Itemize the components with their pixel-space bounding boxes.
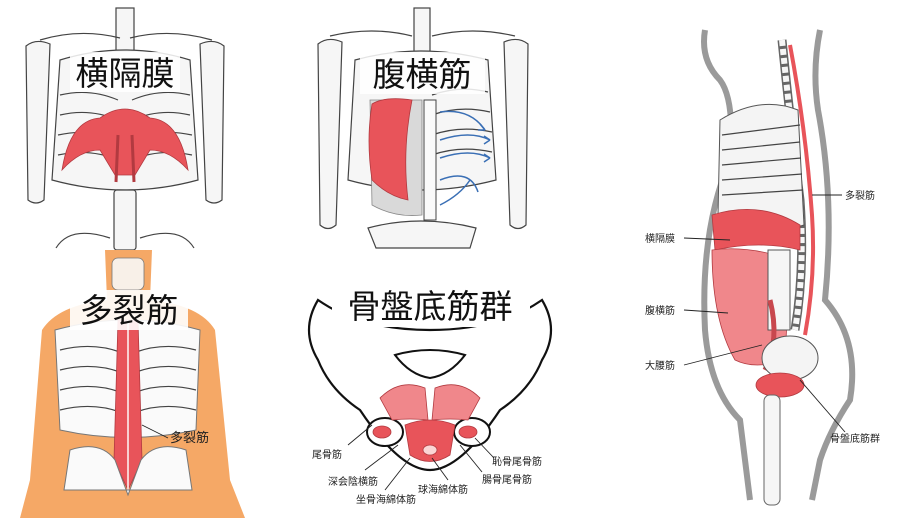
panel-multifidus: 多裂筋 多裂筋 bbox=[20, 250, 245, 518]
title-multifidus: 多裂筋 bbox=[80, 291, 179, 330]
pelvis-top bbox=[55, 232, 195, 249]
label-coccygeus: 尾骨筋 bbox=[312, 448, 342, 461]
spine-2 bbox=[423, 99, 437, 221]
back-rib-lines bbox=[59, 345, 197, 413]
pelvis-2 bbox=[367, 220, 477, 249]
right-arm-2 bbox=[503, 38, 529, 230]
title-pelvic-floor: 骨盤底筋群 bbox=[348, 287, 513, 326]
leader-multifidus bbox=[141, 424, 169, 439]
side-diaphragm bbox=[711, 209, 801, 251]
title-transversus: 腹横筋 bbox=[373, 55, 472, 94]
label-iliococcygeus: 腸骨尾骨筋 bbox=[482, 473, 532, 486]
label-side-pelvic-floor: 骨盤底筋群 bbox=[830, 432, 880, 445]
label-side-transversus: 腹横筋 bbox=[645, 304, 675, 317]
label-bulbospongiosus: 球海綿体筋 bbox=[418, 483, 468, 496]
label-ischiocavernosus: 坐骨海綿体筋 bbox=[356, 493, 416, 506]
left-arm-2 bbox=[317, 38, 343, 230]
contraction-arrows bbox=[439, 110, 491, 206]
pelvis-outline bbox=[308, 298, 552, 472]
side-pelvis bbox=[761, 335, 819, 381]
left-humerus bbox=[25, 40, 51, 204]
transversus-muscle bbox=[368, 98, 413, 201]
clavicles-2 bbox=[329, 30, 516, 37]
neck bbox=[111, 257, 145, 291]
panel-side-view: 多裂筋 横隔膜 腹横筋 大腰筋 骨盤底筋群 bbox=[645, 29, 880, 506]
diaphragm-muscle bbox=[61, 108, 189, 176]
side-pelvic-floor bbox=[755, 372, 805, 398]
back-pelvis bbox=[63, 446, 193, 497]
body-back-outline bbox=[809, 29, 856, 501]
lumbar-spine bbox=[113, 189, 137, 251]
diaphragm-crura bbox=[114, 134, 136, 183]
sacrum bbox=[393, 349, 467, 380]
label-side-diaphragm: 横隔膜 bbox=[645, 232, 675, 245]
left-pelvic-muscle bbox=[372, 425, 392, 439]
panel-transversus: 腹横筋 bbox=[317, 7, 529, 249]
side-femur bbox=[763, 394, 781, 506]
label-pubococcygeus: 恥骨尾骨筋 bbox=[492, 455, 542, 468]
bulbospongiosus-muscle bbox=[404, 419, 456, 462]
label-deep-transverse-perineal: 深会陰横筋 bbox=[328, 475, 378, 488]
label-side-psoas: 大腰筋 bbox=[645, 359, 675, 372]
label-multifidus: 多裂筋 bbox=[170, 430, 209, 446]
panel-pelvic-floor: 骨盤底筋群 尾骨筋 深会陰横筋 坐骨海綿体筋 球海綿体筋 腸骨尾骨筋 恥骨尾骨筋 bbox=[308, 285, 552, 506]
side-multifidus bbox=[788, 44, 816, 336]
clavicles bbox=[39, 32, 213, 41]
label-side-multifidus: 多裂筋 bbox=[845, 189, 875, 202]
center-point bbox=[422, 444, 438, 456]
right-humerus bbox=[199, 40, 225, 204]
panel-diaphragm: 横隔膜 bbox=[25, 7, 225, 251]
side-ribs bbox=[721, 124, 804, 196]
title-diaphragm: 横隔膜 bbox=[76, 54, 175, 93]
right-pelvic-muscle bbox=[458, 425, 478, 439]
